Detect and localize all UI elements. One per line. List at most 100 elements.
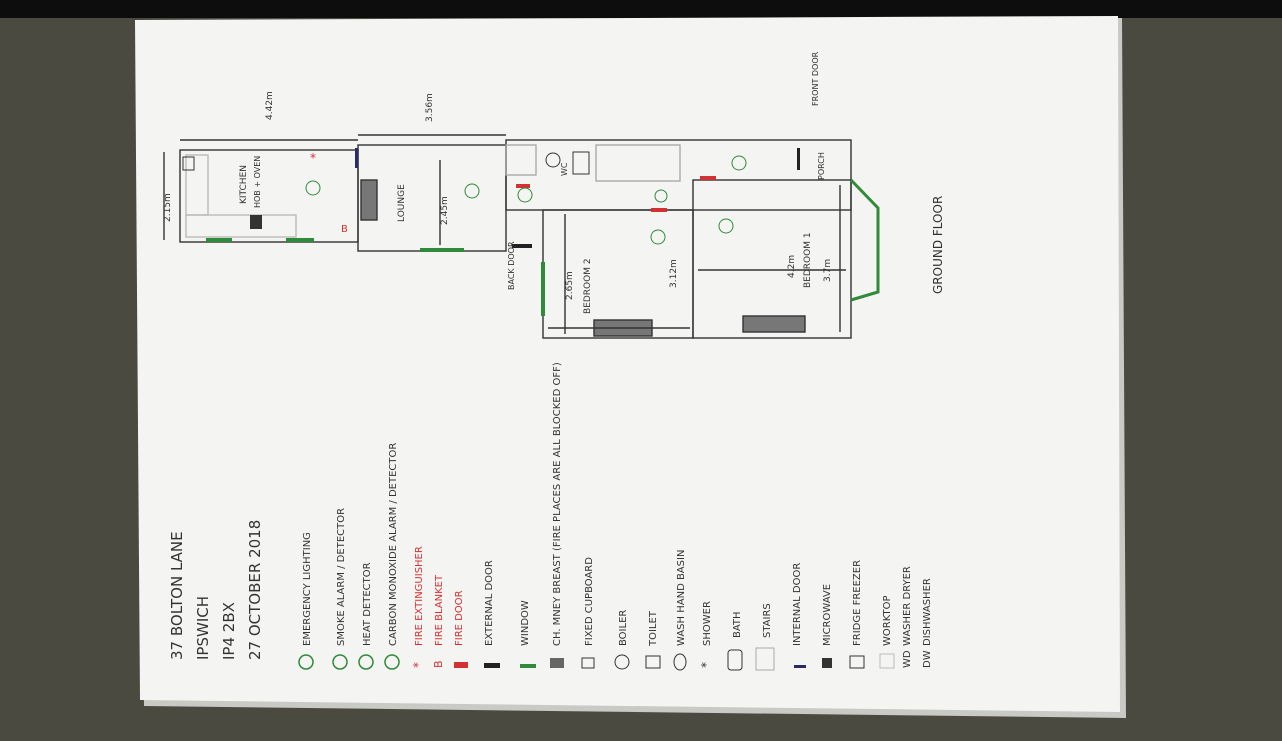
ground-floor-caption: GROUND FLOOR (931, 196, 945, 294)
legend-item: CARBON MONOXIDE ALARM / DETECTOR (384, 443, 400, 670)
dimension-bed1-a: 4.2m (787, 255, 797, 278)
plan-labels: KITCHEN HOB + OVEN LOUNGE BEDROOM 2 BEDR… (163, 51, 945, 314)
back-door-label: BACK DOOR (507, 241, 516, 290)
microwave-icon (822, 658, 832, 668)
dimension-kitchen-width: 2.15m (163, 193, 173, 222)
paper-sheet (135, 16, 1120, 712)
basin-icon (673, 653, 687, 671)
lounge-label: LOUNGE (397, 184, 407, 222)
cupboard (505, 144, 537, 176)
shower-icon: * (699, 662, 713, 668)
legend-item: WINDOW (520, 600, 536, 668)
legend-label: DISHWASHER (922, 578, 933, 646)
internal-door (355, 148, 358, 168)
legend-item: B FIRE BLANKET (432, 574, 445, 668)
legend-label: BATH (732, 611, 743, 638)
stairs-icon (755, 647, 775, 671)
smoke-alarm-icon (464, 183, 480, 199)
legend-item: EXTERNAL DOOR (484, 560, 500, 668)
window (206, 238, 232, 242)
fire-extinguisher-icon: * (310, 151, 316, 165)
emergency-light-icon (298, 654, 314, 670)
dishwasher-symbol: DW (922, 650, 933, 668)
header-block: 37 BOLTON LANE IPSWICH IP4 2BX 27 OCTOBE… (168, 520, 264, 660)
legend-item: SMOKE ALARM / DETECTOR (332, 508, 348, 670)
legend-label: STAIRS (762, 603, 773, 638)
fridge-freezer-icon (182, 156, 195, 171)
legend: EMERGENCY LIGHTING SMOKE ALARM / DETECTO… (298, 362, 933, 671)
fire-blanket-icon: B (432, 660, 445, 668)
legend-item: HEAT DETECTOR (358, 562, 374, 670)
worktop-icon (879, 653, 895, 669)
legend-item: FIRE DOOR (454, 590, 468, 668)
front-door (797, 148, 800, 170)
legend-item: FIXED CUPBOARD (581, 557, 595, 669)
emergency-light-icon (731, 155, 747, 171)
bath-icon (727, 649, 743, 671)
kitchen-label: KITCHEN (239, 165, 249, 204)
internal-door-icon (794, 665, 806, 668)
dimension-bed2-b: 3.12m (669, 259, 679, 288)
bay-window (849, 178, 880, 302)
legend-label: HEAT DETECTOR (362, 562, 373, 646)
legend-item: FRIDGE FREEZER (849, 560, 865, 669)
window (286, 238, 314, 242)
stairs (595, 144, 681, 182)
window (541, 262, 545, 316)
legend-label: TOILET (648, 610, 659, 647)
legend-item: DW DISHWASHER (922, 578, 933, 668)
legend-label: SHOWER (702, 601, 713, 646)
bedroom2-label: BEDROOM 2 (583, 258, 593, 314)
worktop-hatch (185, 214, 297, 238)
heat-detector-icon (358, 654, 374, 670)
legend-label: FIRE DOOR (454, 590, 465, 646)
fridge-freezer-icon (849, 655, 865, 669)
legend-label: INTERNAL DOOR (792, 563, 803, 646)
legend-label: CARBON MONOXIDE ALARM / DETECTOR (388, 443, 399, 646)
legend-item: MICROWAVE (822, 584, 833, 668)
legend-item: TOILET (645, 610, 661, 669)
toilet-icon (572, 151, 590, 175)
address-line1: 37 BOLTON LANE (168, 531, 186, 660)
legend-label: MICROWAVE (822, 584, 833, 646)
legend-label: WASHER DRYER (902, 566, 913, 646)
legend-label: WASH HAND BASIN (676, 550, 687, 646)
external-door-icon (484, 663, 500, 668)
legend-label: FIRE EXTINGUISHER (414, 546, 425, 646)
legend-item: * SHOWER (699, 601, 713, 668)
front-door-label: FRONT DOOR (811, 51, 820, 106)
worktop-hatch (185, 154, 209, 216)
legend-label: WORKTOP (882, 596, 893, 647)
legend-label: BOILER (618, 610, 629, 646)
fire-door (700, 176, 716, 180)
fire-extinguisher-icon: * (411, 662, 425, 668)
smoke-alarm-icon (332, 654, 348, 670)
porch-label: PORCH (817, 152, 826, 180)
window-icon (520, 664, 536, 668)
dimension-bed2-a: 2.65m (565, 271, 575, 300)
legend-label: EMERGENCY LIGHTING (302, 532, 313, 646)
postcode: IP4 2BX (220, 602, 238, 660)
chimney-breast (742, 315, 806, 333)
legend-label: FRIDGE FREEZER (852, 560, 863, 646)
address-line2: IPSWICH (194, 596, 212, 660)
wc-label: WC (560, 162, 569, 176)
dimension-lounge-width: 2.45m (440, 196, 450, 225)
washer-dryer-symbol: WD (902, 650, 913, 668)
date: 27 OCTOBER 2018 (246, 520, 264, 660)
hob-label: HOB + OVEN (253, 156, 262, 208)
legend-label: EXTERNAL DOOR (484, 560, 495, 646)
chimney-breast (360, 179, 378, 221)
dimension-kitchen-length: 4.42m (265, 91, 275, 120)
legend-item: WD WASHER DRYER (902, 566, 913, 668)
smoke-alarm-icon (654, 189, 668, 203)
fire-blanket-icon: B (341, 224, 348, 235)
legend-item: STAIRS (755, 603, 775, 671)
cupboard-icon (581, 657, 595, 669)
legend-item: BOILER (614, 610, 630, 670)
emergency-light-icon (517, 187, 533, 203)
legend-label: SMOKE ALARM / DETECTOR (336, 508, 347, 646)
fire-door (516, 184, 530, 188)
